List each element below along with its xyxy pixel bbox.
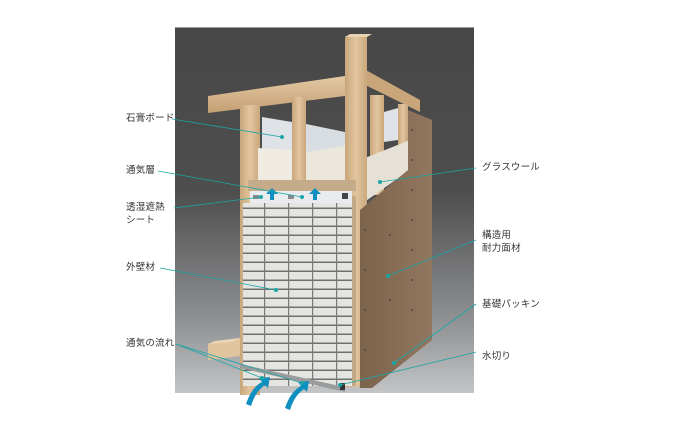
label-breathable-sheet-line2: シート xyxy=(126,215,156,226)
sill-block xyxy=(208,338,240,360)
label-airflow: 通気の流れ xyxy=(126,338,175,349)
label-air-layer: 通気層 xyxy=(126,165,156,176)
label-foundation-packing: 基礎パッキン xyxy=(482,299,540,310)
label-structural-panel-line1: 構造用 xyxy=(482,230,512,241)
leader-lines xyxy=(157,118,477,386)
label-exterior-siding: 外壁材 xyxy=(126,262,156,273)
airflow-arrows-bottom xyxy=(246,377,309,410)
label-flashing: 水切り xyxy=(482,351,512,362)
flashing-strip xyxy=(240,364,345,392)
air-layer-rail xyxy=(248,180,356,191)
label-glass-wool: グラスウール xyxy=(482,162,541,173)
top-beam xyxy=(208,64,420,113)
leader-dots xyxy=(259,135,396,387)
structural-panel-layer xyxy=(360,110,432,388)
label-structural-panel-line2: 耐力面材 xyxy=(482,243,521,254)
exterior-siding-layer xyxy=(243,196,356,386)
label-breathable-sheet-line1: 透湿遮熱 xyxy=(126,202,165,213)
label-gypsum-board: 石膏ボード xyxy=(126,113,175,124)
glass-wool-layer xyxy=(258,140,410,205)
